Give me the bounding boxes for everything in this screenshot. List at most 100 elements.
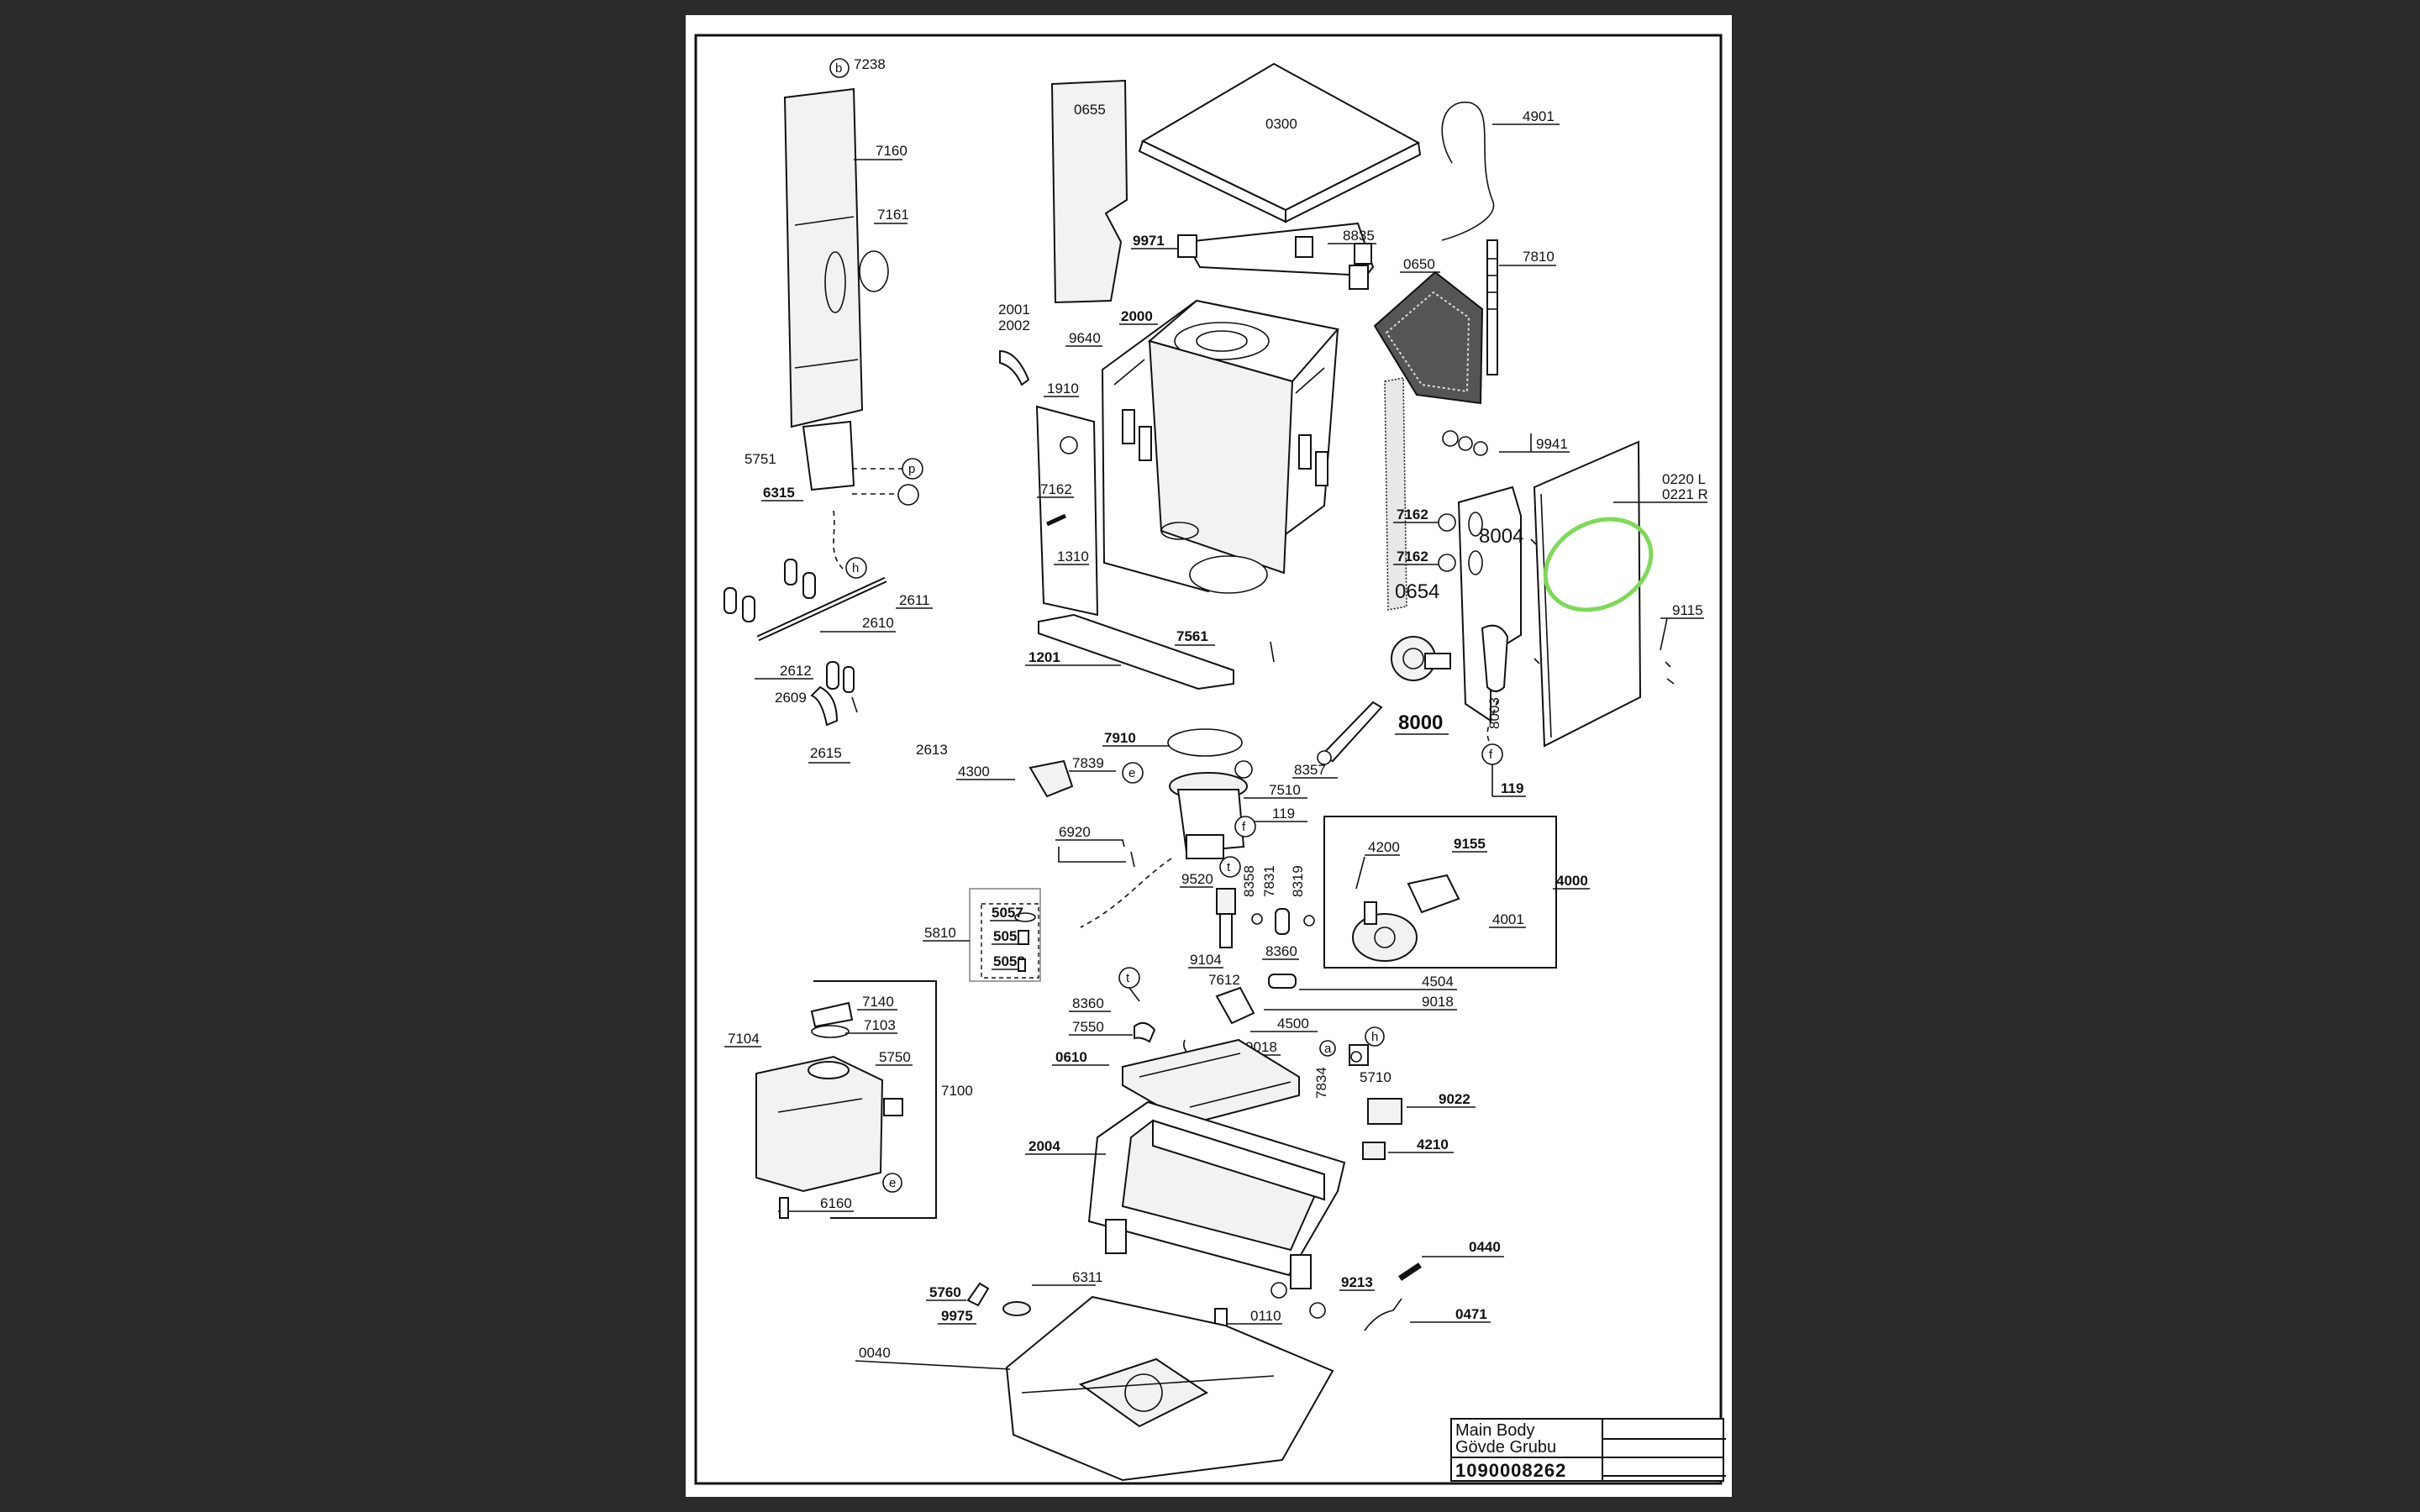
label-2613: 2613 — [916, 742, 948, 758]
callout-b: b — [835, 61, 842, 76]
label-7238: 7238 — [854, 56, 886, 72]
spring-0440 — [1398, 1263, 1422, 1281]
label-0655: 0655 — [1074, 102, 1106, 118]
highlight-circle — [1543, 517, 1654, 612]
label-0110: 0110 — [1250, 1308, 1281, 1324]
label-0220: 0220 L — [1662, 471, 1706, 487]
sensor-5710 — [1349, 1044, 1369, 1066]
label-7612: 7612 — [1208, 972, 1240, 988]
label-5810: 5810 — [924, 925, 956, 941]
group-box-7100 — [813, 980, 937, 1219]
label-9213: 9213 — [1341, 1274, 1373, 1290]
insulation-mesh-0650 — [1373, 270, 1484, 405]
callout-h: h — [852, 561, 859, 575]
label-5710: 5710 — [1360, 1069, 1392, 1085]
label-9941: 9941 — [1536, 436, 1568, 452]
cable-4901 — [1441, 102, 1495, 241]
label-9155: 9155 — [1454, 836, 1486, 852]
label-0040: 0040 — [859, 1345, 891, 1361]
label-2001: 2001 — [998, 302, 1030, 318]
label-5057: 5057 — [992, 905, 1023, 921]
callout-t-2: t — [1126, 971, 1130, 985]
callout-f-1: f — [1489, 748, 1493, 762]
rail-parts — [723, 559, 887, 727]
title-block-name-en: Main Body — [1455, 1421, 1535, 1440]
label-4001: 4001 — [1492, 911, 1524, 927]
callout-h-2: h — [1371, 1030, 1378, 1044]
softener-7100 — [755, 1055, 884, 1193]
spray-arm-shaft-8357 — [1317, 701, 1383, 765]
label-0471: 0471 — [1455, 1306, 1487, 1322]
label-7160: 7160 — [876, 143, 908, 159]
title-block: Main Body Gövde Grubu 1090008262 — [1450, 1418, 1726, 1482]
label-9971: 9971 — [1133, 233, 1165, 249]
callout-f-2: f — [1242, 820, 1246, 834]
label-6315: 6315 — [763, 485, 795, 501]
label-4210: 4210 — [1417, 1137, 1449, 1152]
circulation-pump-4001 — [1352, 874, 1460, 962]
title-block-part-number: 1090008262 — [1455, 1460, 1567, 1481]
label-7103: 7103 — [864, 1017, 896, 1033]
label-0300: 0300 — [1265, 116, 1297, 132]
label-7839: 7839 — [1072, 755, 1104, 771]
label-2610: 2610 — [862, 615, 894, 631]
label-7162-a: 7162 — [1040, 481, 1072, 497]
label-2000: 2000 — [1121, 308, 1153, 324]
callout-t-1: t — [1227, 860, 1231, 874]
label-9018-a: 9018 — [1422, 994, 1454, 1010]
label-1310: 1310 — [1057, 549, 1089, 564]
label-7834: 7834 — [1313, 1067, 1329, 1099]
label-4000: 4000 — [1556, 873, 1588, 889]
label-1910: 1910 — [1047, 381, 1079, 396]
label-0440: 0440 — [1469, 1239, 1501, 1255]
label-7162-b: 7162 — [1397, 507, 1428, 522]
label-7510: 7510 — [1269, 782, 1301, 798]
wire-0471 — [1364, 1298, 1402, 1331]
foot-9213 — [1270, 1282, 1287, 1299]
bracket-5760 — [966, 1282, 990, 1307]
part-2001 — [999, 349, 1030, 386]
label-7162-c: 7162 — [1397, 549, 1428, 564]
label-5751: 5751 — [744, 451, 776, 467]
label-8360-a: 8360 — [1265, 943, 1297, 959]
label-9104: 9104 — [1190, 952, 1222, 968]
label-0221: 0221 R — [1662, 486, 1708, 502]
title-block-name-tr: Gövde Grubu — [1455, 1438, 1557, 1457]
strip-0654 — [1384, 377, 1407, 611]
sump-7510 — [1169, 772, 1248, 859]
label-7810: 7810 — [1523, 249, 1555, 265]
label-2615: 2615 — [810, 745, 842, 761]
callout-e-1: e — [1128, 766, 1135, 780]
label-6311: 6311 — [1072, 1269, 1103, 1285]
label-0654: 0654 — [1395, 580, 1439, 603]
top-lid-0300 — [1138, 62, 1422, 223]
label-7561: 7561 — [1176, 628, 1208, 644]
insulation-panel-0655 — [1050, 79, 1128, 304]
label-5056: 5056 — [993, 928, 1025, 944]
valve-5750 — [883, 1098, 903, 1116]
label-9115: 9115 — [1672, 602, 1703, 618]
board-9022 — [1367, 1098, 1402, 1125]
group-box-5810 — [969, 888, 1041, 982]
callout-e-2: e — [889, 1176, 896, 1190]
label-9975: 9975 — [941, 1308, 973, 1324]
bracket-9971 — [1177, 222, 1375, 290]
front-panel-0610 — [1122, 1038, 1300, 1126]
gasket-7910 — [1167, 728, 1243, 757]
label-7831: 7831 — [1261, 865, 1277, 897]
label-2002: 2002 — [998, 318, 1030, 333]
label-5058: 5058 — [993, 953, 1025, 969]
switch-4210 — [1362, 1142, 1386, 1160]
pump-8000 — [1391, 636, 1451, 681]
exploded-parts-diagram: b 7238 7160 7161 5751 6315 p h 2611 2610… — [694, 34, 1723, 1485]
base-pan-0040 — [1005, 1295, 1334, 1482]
label-119-b: 119 — [1272, 806, 1295, 822]
label-0610: 0610 — [1055, 1049, 1087, 1065]
sheet-border — [694, 34, 1723, 1485]
label-7104: 7104 — [728, 1031, 760, 1047]
label-2612: 2612 — [780, 663, 812, 679]
door-seal-1910 — [1035, 405, 1099, 617]
actuator-4300 — [1028, 759, 1074, 798]
drawing-sheet: b 7238 7160 7161 5751 6315 p h 2611 2610… — [686, 15, 1732, 1497]
side-panel-8004 — [1457, 486, 1522, 722]
